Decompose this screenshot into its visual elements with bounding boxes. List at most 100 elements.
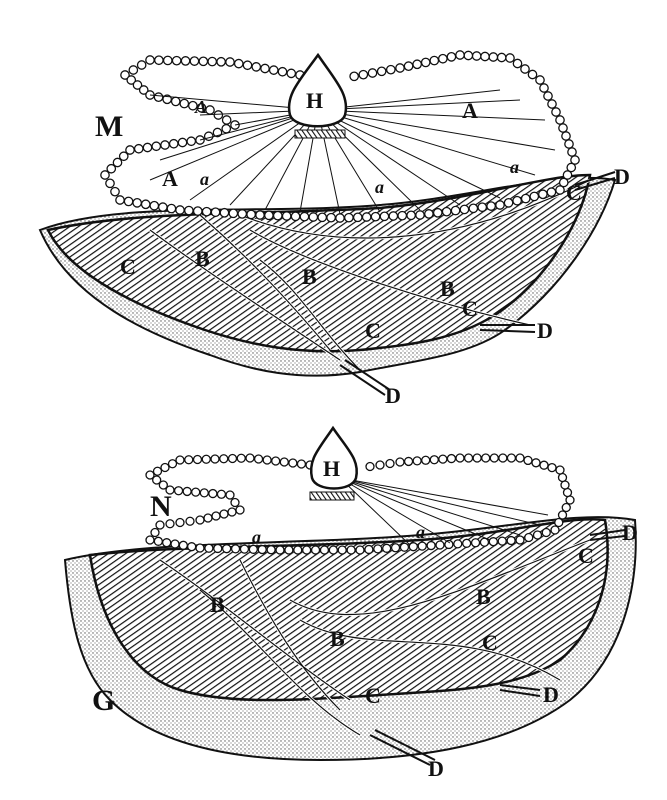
bead [481,453,491,463]
top-figure [38,50,617,396]
bead [375,460,385,470]
fiber-line [189,109,319,201]
bead [196,103,207,113]
label-bottom-d2: D [543,682,559,707]
bead [349,71,360,82]
bead [227,507,237,517]
bead [162,55,173,66]
bead [125,145,135,155]
bead [168,138,179,149]
bead [299,211,310,222]
bead [145,535,155,545]
bead [450,205,461,216]
bead [319,545,330,555]
bead [497,536,507,546]
bead [286,68,297,79]
bead [155,520,165,530]
bead [479,537,490,547]
bead [187,542,197,552]
bead [367,68,378,78]
bead [237,209,248,219]
bead [182,486,192,497]
fiber-line [317,109,536,176]
bead [184,205,194,216]
bead [133,143,144,154]
top-nerve-exits [339,171,616,396]
bead [529,191,540,202]
bead [335,213,345,223]
bead [106,163,117,174]
bead [560,480,570,490]
bead [365,461,375,472]
label-bottom-c1: C [365,683,381,708]
label-bottom-c3: C [578,543,594,568]
fiber-line [317,109,546,121]
bead [236,453,246,463]
bead [216,489,227,499]
bead [390,543,401,553]
bead [199,488,209,498]
bead [385,64,396,75]
label-top-a3: A [162,166,178,191]
bead [126,75,137,85]
bead [358,69,369,80]
bead [438,454,448,464]
bead [205,105,215,115]
bead [160,462,170,473]
bead [178,540,188,550]
fiber-line [339,477,549,516]
label-bottom-d3: D [428,756,444,781]
bead [152,466,163,476]
bead [154,55,164,66]
fiber-line [339,477,541,526]
bead [189,56,200,66]
fiber-line [317,99,521,111]
bead [165,519,175,529]
bead [455,50,465,60]
bead [230,544,241,554]
fiber-line [317,109,421,211]
bead [203,131,214,142]
bead [118,151,129,162]
bead [441,206,452,217]
bead [547,99,557,109]
bead [512,195,522,206]
bead [128,65,139,75]
label-top-c2: C [365,318,381,343]
label-top-a-lower3: a [510,157,519,177]
bead [527,69,538,80]
label-bottom-a-lower1: a [252,527,261,547]
bead [429,455,439,465]
label-figure-m: M [95,110,124,143]
bead [138,85,149,95]
bead [523,455,533,466]
bead [438,53,448,64]
label-top-c4: C [566,180,582,205]
bead [225,490,235,500]
bead [532,530,543,540]
bead [555,185,565,195]
bead [489,453,499,463]
bead [142,142,153,153]
bead [302,545,312,555]
bead [227,453,238,464]
bead [213,110,224,120]
bead [180,56,191,66]
bead [471,51,482,61]
bead [173,486,184,496]
bead [239,544,250,554]
bead [557,472,568,483]
bead [152,475,162,485]
bead [547,462,557,473]
bead [463,50,474,61]
bead [543,91,553,101]
bottom-bulb-h [309,425,359,490]
bottom-figure [63,425,637,766]
bead [531,458,541,468]
bead [373,544,383,554]
bead [555,465,565,475]
bead [158,202,168,212]
bead [432,207,443,218]
bead [403,456,414,467]
bead [459,204,470,215]
